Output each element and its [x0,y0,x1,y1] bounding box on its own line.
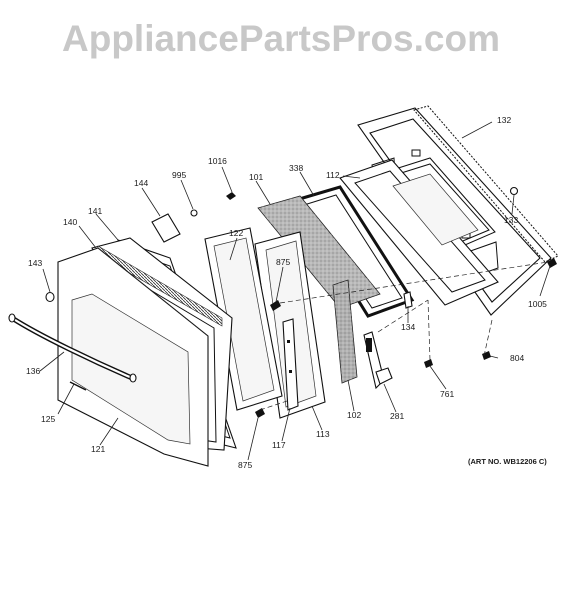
label-134: 134 [401,322,415,332]
label-133: 133 [504,215,518,225]
part-761-screw[interactable] [424,359,433,368]
label-112: 112 [326,170,340,180]
label-143: 143 [28,258,42,268]
watermark-text: AppliancePartsPros.com [62,18,500,59]
part-117-bracket[interactable] [282,318,299,411]
part-112-inner-panel[interactable] [339,159,499,306]
part-labels: 132 1016 995 144 101 338 112 133 141 140… [26,115,547,470]
label-121: 121 [91,444,105,454]
part-995-screw[interactable] [190,209,198,217]
label-1005: 1005 [528,299,547,309]
label-132: 132 [497,115,511,125]
label-113: 113 [316,429,330,439]
label-136: 136 [26,366,40,376]
part-121-outer-door-panel[interactable] [57,247,209,467]
part-122-middle-glass[interactable] [204,227,283,411]
label-338: 338 [289,163,303,173]
part-134-clip[interactable] [403,291,413,309]
label-761: 761 [440,389,454,399]
part-102-insulation-strip[interactable] [332,279,358,384]
label-875-lower: 875 [238,460,252,470]
part-875-screw-upper[interactable] [270,300,281,311]
part-1005-screw[interactable] [547,258,557,268]
part-136-handle[interactable] [8,313,137,383]
part-143-plug[interactable] [45,291,55,303]
label-140: 140 [63,217,77,227]
label-875-upper: 875 [276,257,290,267]
part-144-panel[interactable] [151,213,181,243]
assembly-lines [259,261,549,411]
leader-lines [39,121,551,461]
part-101-insulation[interactable] [257,195,381,309]
part-133-screw[interactable] [509,186,519,196]
part-1016-screw[interactable] [226,192,236,200]
art-number: (ART NO. WB12206 C) [468,457,547,466]
label-102: 102 [347,410,361,420]
label-141: 141 [88,206,102,216]
part-281-hinge[interactable] [363,331,393,390]
label-125: 125 [41,414,55,424]
label-281: 281 [390,411,404,421]
part-125-trim-strip[interactable] [69,381,87,391]
label-117: 117 [272,440,286,450]
label-804: 804 [510,353,524,363]
part-132-gasket[interactable] [413,105,559,263]
label-1016: 1016 [208,156,227,166]
label-144: 144 [134,178,148,188]
part-804-screw[interactable] [482,351,491,360]
label-101: 101 [249,172,263,182]
label-122: 122 [229,228,243,238]
label-995: 995 [172,170,186,180]
part-875-screw-lower[interactable] [255,408,265,418]
